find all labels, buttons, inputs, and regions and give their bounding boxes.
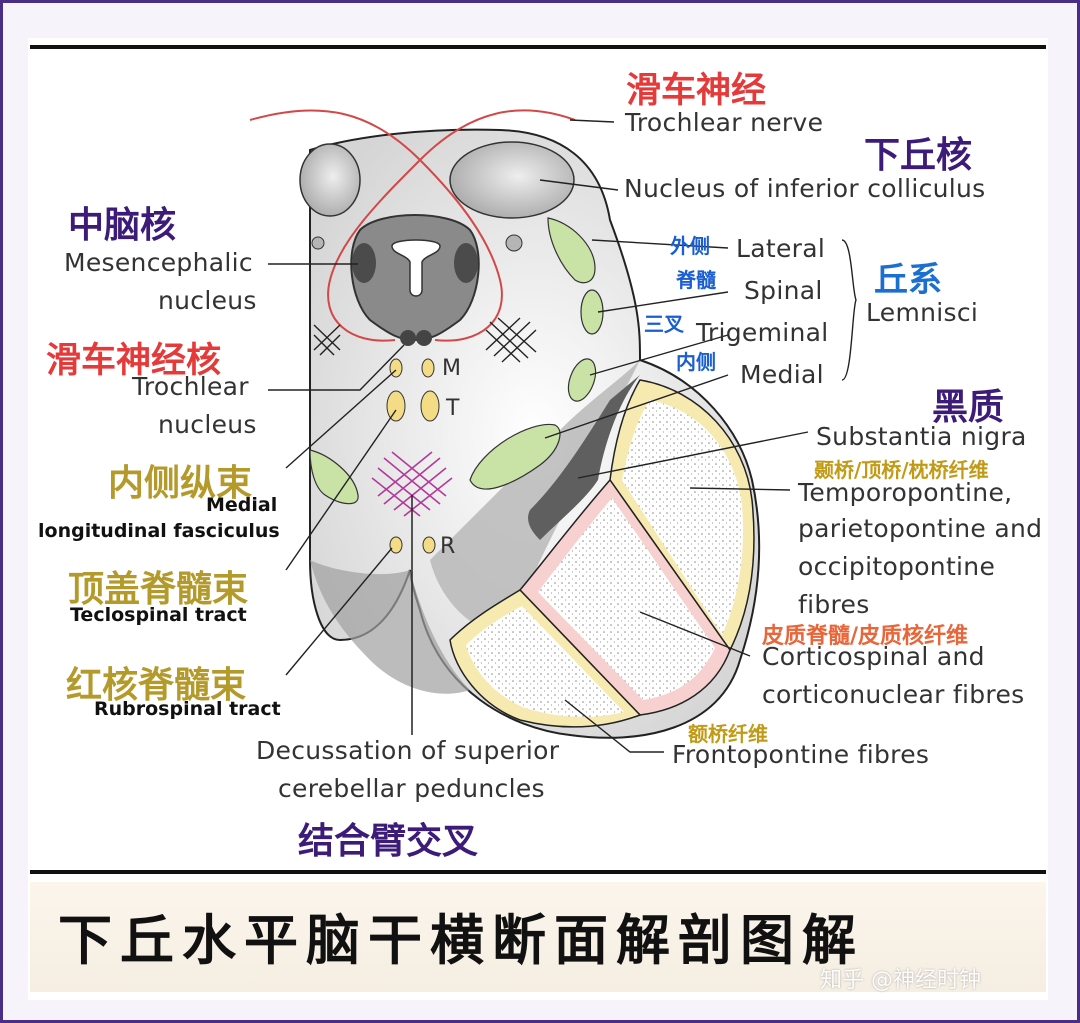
trochlear-nucleus-zh-label: 滑车神经核 xyxy=(46,341,222,381)
small-nucleus-left xyxy=(311,236,325,250)
cerebral-aqueduct xyxy=(391,239,441,297)
inferior-colliculus-right xyxy=(449,141,575,219)
inferior-colliculus-en-label: Nucleus of inferior colliculus xyxy=(624,174,986,203)
substantia-nigra-zh-label: 黑质 xyxy=(932,387,1005,428)
mlf-en-label-1: Medial xyxy=(206,494,278,516)
frontopontine-dots xyxy=(466,606,624,717)
letter-t-label: T xyxy=(446,396,460,421)
trigeminal-en-label: Trigeminal xyxy=(696,318,829,347)
lower-shade xyxy=(310,560,470,694)
corticospinal-en-label-1: Corticospinal and xyxy=(762,642,985,671)
medial-zh-label: 内侧 xyxy=(676,350,716,374)
trochlear-nucleus-left xyxy=(400,330,416,346)
frontopontine-zh-label: 额桥纤维 xyxy=(688,722,768,746)
medial-lemniscus xyxy=(469,423,561,490)
small-nucleus-right xyxy=(505,234,523,252)
substantia-nigra-band xyxy=(528,375,640,540)
medial-en-label: Medial xyxy=(740,360,824,389)
spinal-en-label: Spinal xyxy=(744,276,823,305)
trochlear-nucleus-en-label-1: Trochlear xyxy=(132,372,249,401)
lateral-en-label: Lateral xyxy=(736,234,826,263)
pontine-fibres-en-label-4: fibres xyxy=(798,590,870,619)
tectospinal-zh-label: 顶盖脊髓束 xyxy=(68,569,249,610)
decussation-en-label-1: Decussation of superior xyxy=(256,736,560,765)
reticular-crosshatch-right xyxy=(485,317,537,363)
lateral-zh-label: 外侧 xyxy=(670,234,710,258)
mlf-en-label-2: longitudinal fasciculus xyxy=(38,520,280,542)
mesencephalic-en-label-1: Mesencephalic xyxy=(64,248,253,277)
rubrospinal-left xyxy=(389,536,403,554)
top-rule xyxy=(30,45,1046,49)
inferior-colliculus-zh-label: 下丘核 xyxy=(864,135,973,176)
pontine-fibres-en-label-1: Temporopontine, xyxy=(798,478,1013,507)
watermark: 知乎 @神经时钟 xyxy=(820,968,981,993)
trigeminal-zh-label: 三叉 xyxy=(644,312,684,336)
title-banner xyxy=(30,882,1046,992)
rubrospinal-zh-label: 红核脊髓束 xyxy=(66,665,247,706)
rubrospinal-en-label: Rubrospinal tract xyxy=(94,698,281,720)
letter-m-label: M xyxy=(442,356,461,381)
letter-r-label: R xyxy=(440,534,456,559)
rubrospinal-right xyxy=(422,536,436,554)
medial-lemniscus-left xyxy=(309,449,359,505)
spinal-lemniscus xyxy=(580,289,604,335)
mesencephalic-en-label-2: nucleus xyxy=(158,286,257,315)
pontine-fibres-en-label-2: parietopontine and xyxy=(798,514,1043,543)
decussation-en-label-2: cerebellar peduncles xyxy=(278,774,545,803)
temporo-pontine-dots xyxy=(622,400,744,635)
mlf-right xyxy=(421,358,435,378)
tegmentum-shade xyxy=(430,360,640,640)
trochlear-nerve-loop xyxy=(249,109,576,342)
pontine-fibres-zh-label: 颞桥/顶桥/枕桥纤维 xyxy=(814,458,989,482)
trochlear-nerve-zh-label: 滑车神经 xyxy=(626,71,767,111)
tectospinal-left xyxy=(386,390,406,422)
tectospinal-right xyxy=(420,390,440,422)
mesencephalic-zh-label: 中脑核 xyxy=(68,205,177,246)
bottom-rule xyxy=(30,870,1046,874)
spinal-zh-label: 脊髓 xyxy=(676,268,716,292)
reticular-crosshatch-left xyxy=(313,324,341,356)
lateral-lemniscus xyxy=(547,217,596,284)
tectospinal-en-label: Teclospinal tract xyxy=(70,604,247,626)
leader-lines xyxy=(268,119,857,753)
mlf-zh-label: 内侧纵束 xyxy=(108,463,253,504)
mesencephalic-nucleus-right xyxy=(454,243,478,283)
lemnisci-en-label: Lemnisci xyxy=(866,298,979,327)
trochlear-nerve-en-label: Trochlear nerve xyxy=(625,108,824,137)
substantia-nigra-en-label: Substantia nigra xyxy=(816,422,1027,451)
banner-title: 下丘水平脑干横断面解剖图解 xyxy=(58,908,864,972)
corticospinal-zh-label: 皮质脊髓/皮质核纤维 xyxy=(762,624,969,649)
trochlear-nucleus-right xyxy=(416,330,432,346)
trigeminal-lemniscus xyxy=(567,358,597,402)
mesencephalic-nucleus-left xyxy=(352,243,376,283)
trochlear-nucleus-en-label-2: nucleus xyxy=(158,410,257,439)
decussation-zh-label: 结合臂交叉 xyxy=(298,821,479,862)
corticospinal-en-label-2: corticonuclear fibres xyxy=(762,680,1025,709)
lemnisci-zh-label: 丘系 xyxy=(874,260,942,300)
inferior-colliculus-left xyxy=(299,143,361,217)
frontopontine-en-label: Frontopontine fibres xyxy=(672,740,930,769)
corticospinal-dots xyxy=(538,498,715,700)
pontine-fibres-en-label-3: occipitopontine xyxy=(798,552,996,581)
